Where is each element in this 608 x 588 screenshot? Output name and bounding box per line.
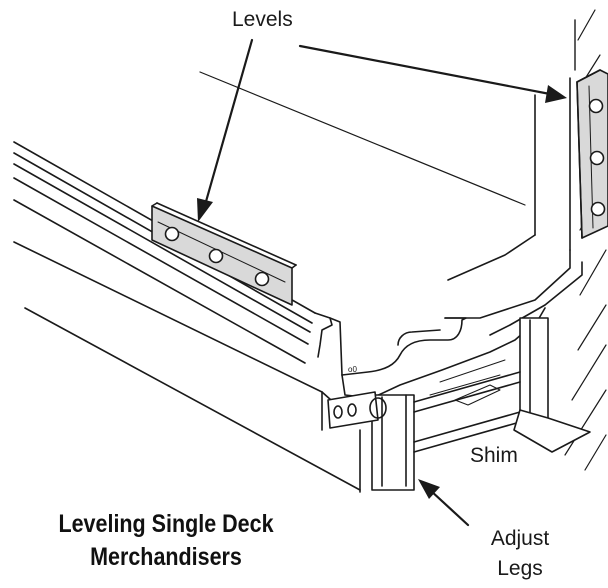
leg-frame [371,317,549,491]
interior-back-line [199,71,526,206]
levels-arrow-right [298,44,552,96]
front-lower-panel [13,241,361,493]
level-bubble-icon [254,271,270,287]
legs-label: Legs [497,557,543,580]
level-vertical [576,69,608,239]
arrowhead-icon [545,85,567,103]
leader-arrows [197,38,567,527]
shim [513,409,591,453]
diagram-title: Leveling Single Deck Merchandisers [37,508,295,574]
level-bubble-icon [164,226,180,242]
level-bubble-icon [590,201,606,217]
level-bubble-icon [589,150,605,166]
front-rail [13,141,343,376]
levels-arrow-left [203,38,254,207]
case-right-wall [444,77,583,336]
adjust-legs-arrow [428,488,470,527]
levels-label: Levels [232,8,293,31]
adjust-label: Adjust [490,527,550,550]
arrowhead-icon [418,479,440,499]
corner-bracket [327,391,387,429]
diagram-title-line1: Leveling Single Deck [58,510,274,538]
svg-text:o0: o0 [348,365,357,374]
level-bubble-icon [588,98,604,114]
diagram-title-line2: Merchandisers [90,543,242,571]
arrowhead-icon [197,198,213,222]
shim-label: Shim [470,444,518,467]
level-bubble-icon [208,248,224,264]
level-horizontal [151,202,297,306]
